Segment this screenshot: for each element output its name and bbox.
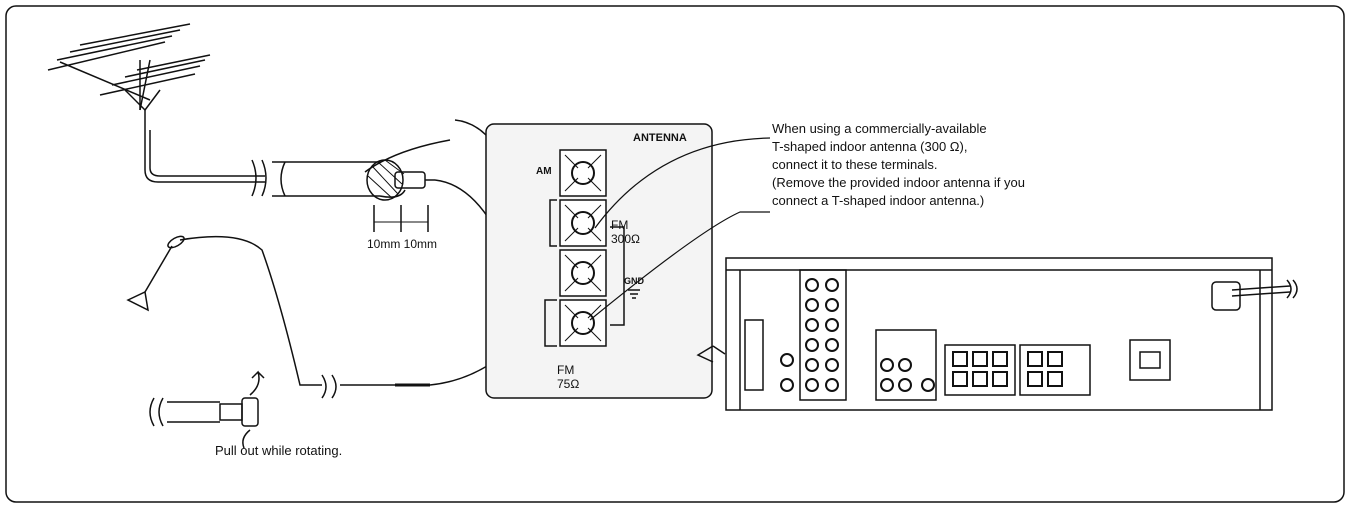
am-terminal-label: AM	[536, 166, 552, 177]
fm300-label-top: FM	[611, 218, 629, 232]
note-line-3: connect it to these terminals.	[772, 157, 938, 172]
receiver-rear-panel	[696, 257, 1298, 411]
fm300-label-bottom: 300Ω	[611, 232, 640, 246]
fm75-label-top: FM	[557, 363, 575, 377]
pull-out-connector	[149, 370, 265, 449]
note-line-2: T-shaped indoor antenna (300 Ω),	[772, 139, 968, 154]
note-line-4: (Remove the provided indoor antenna if y…	[772, 175, 1025, 190]
receiver-jacks	[780, 278, 1063, 392]
t-antenna-note: When using a commercially-available T-sh…	[772, 120, 1025, 210]
gnd-terminal-label: GND	[624, 276, 644, 286]
pull-instruction: Pull out while rotating.	[215, 443, 343, 458]
antenna-terminal-panel	[485, 123, 713, 399]
note-line-1: When using a commercially-available	[772, 121, 987, 136]
diagram-border	[5, 5, 1345, 503]
fm300-terminal-label: FM 300Ω	[611, 218, 640, 246]
note-line-5: connect a T-shaped indoor antenna.)	[772, 193, 985, 208]
coaxial-cable	[251, 119, 561, 329]
outdoor-fm-antenna	[47, 23, 265, 183]
note-leader-lines	[589, 137, 771, 321]
antenna-panel-title: ANTENNA	[633, 132, 687, 144]
fm75-label-bottom: 75Ω	[557, 377, 580, 391]
cable-strip-dimensions: 10mm 10mm	[367, 237, 438, 251]
fm75-terminal-label: FM 75Ω	[557, 363, 579, 391]
